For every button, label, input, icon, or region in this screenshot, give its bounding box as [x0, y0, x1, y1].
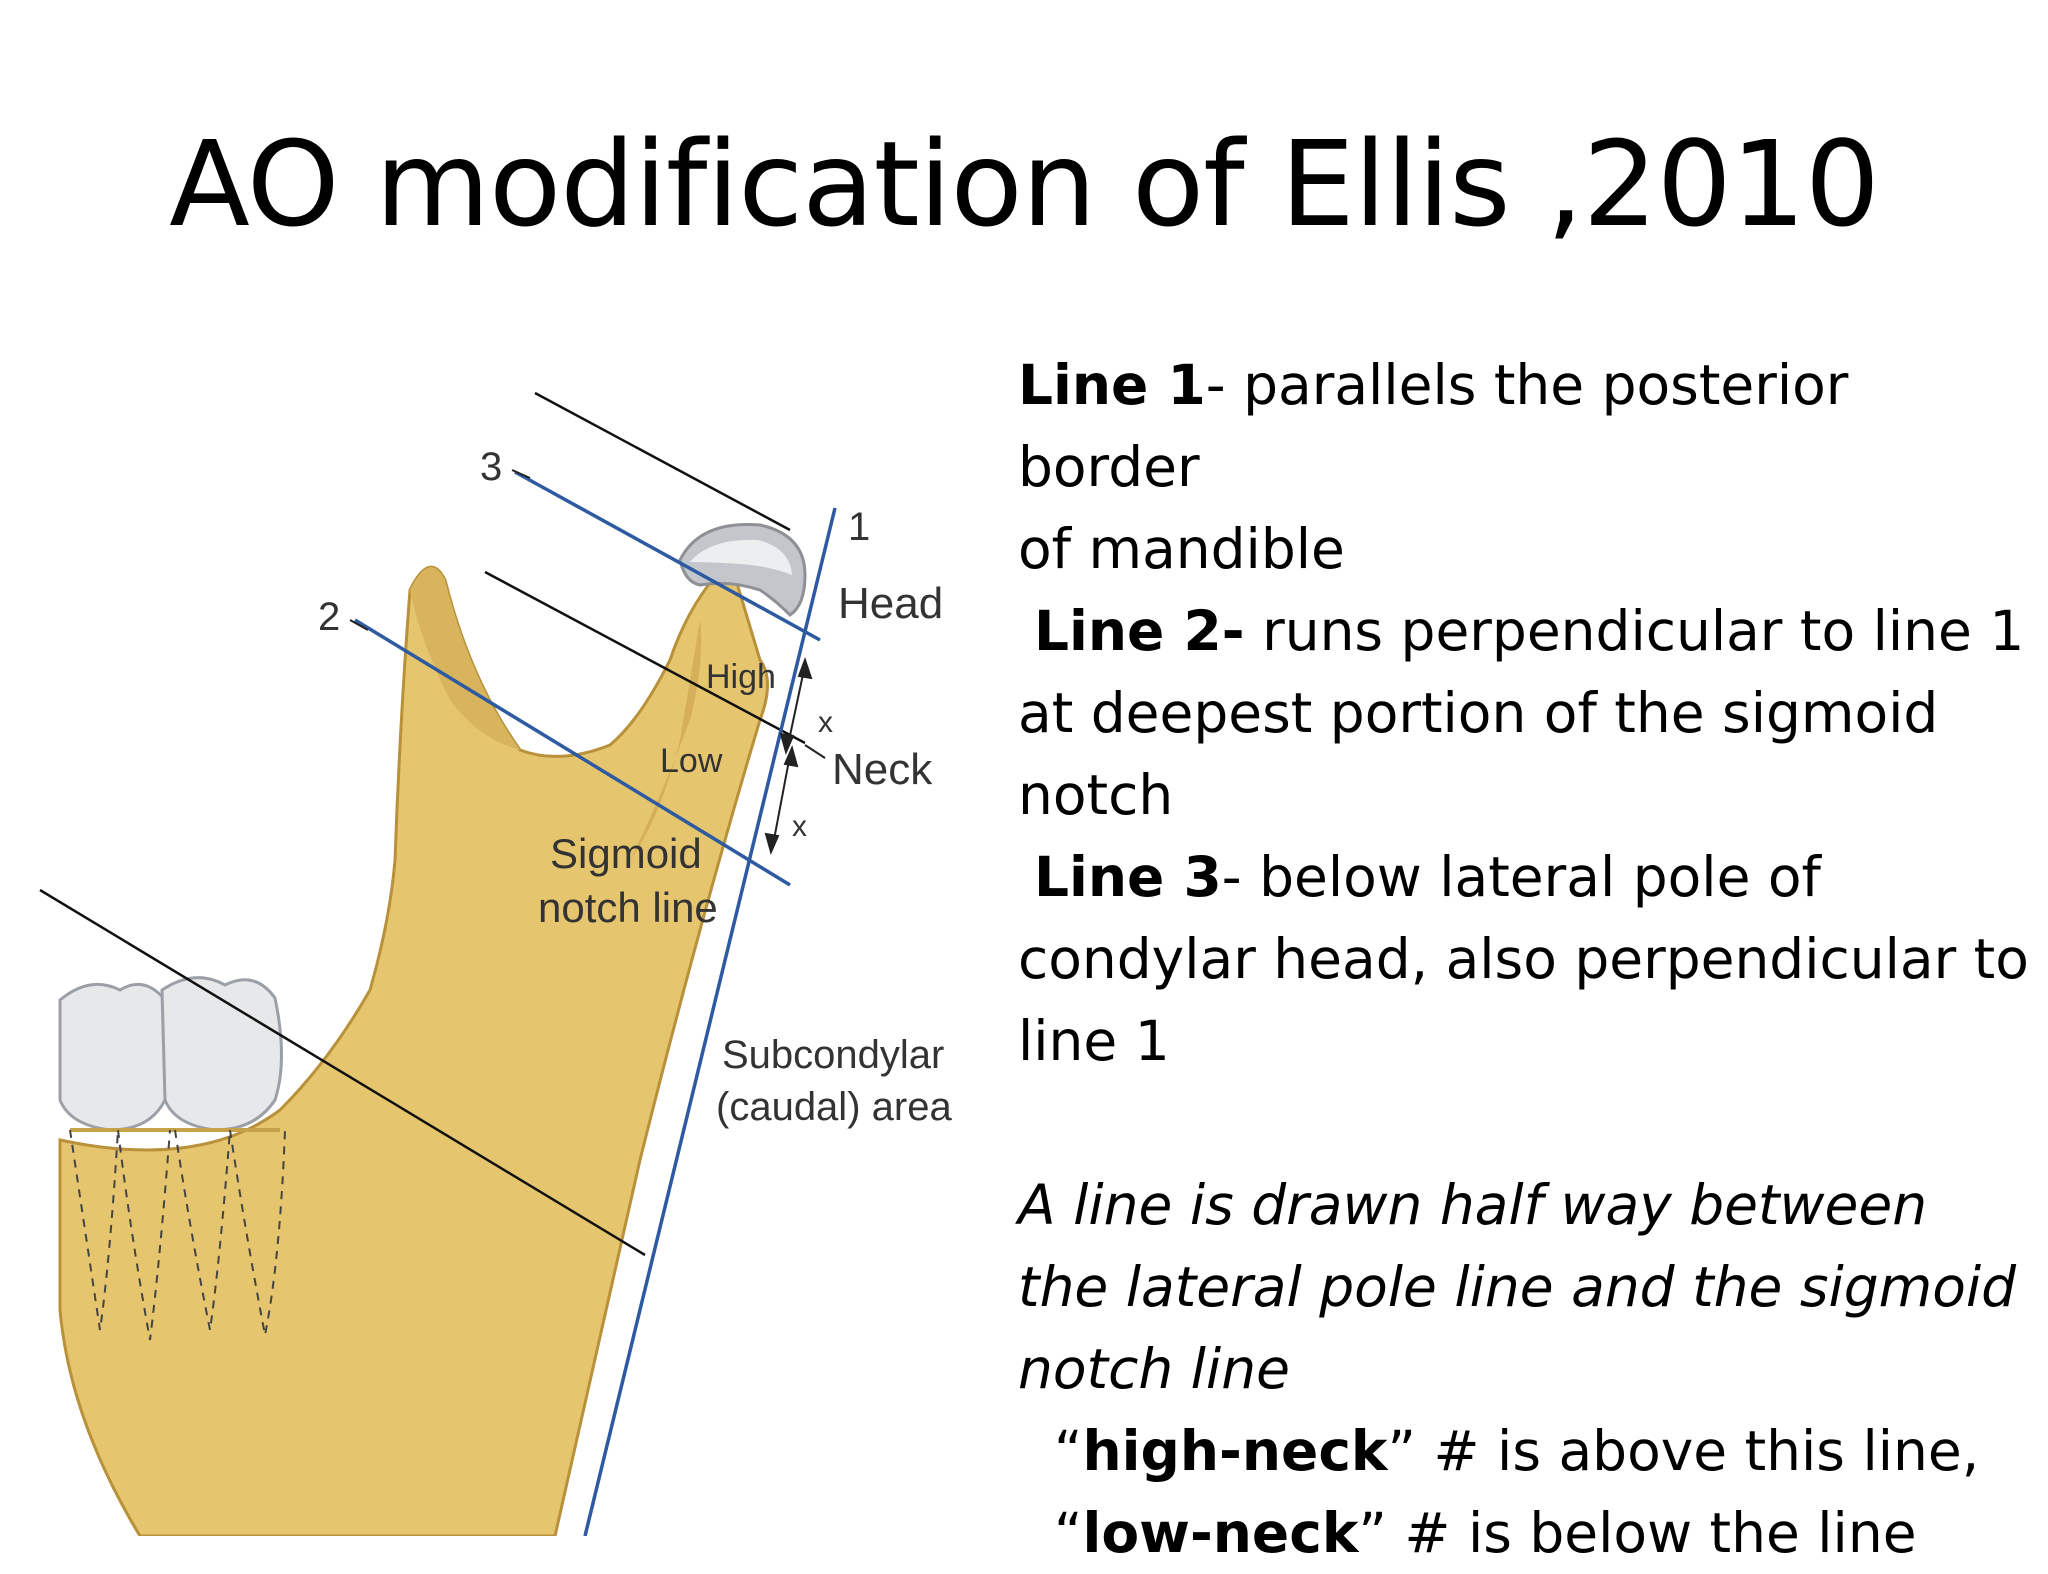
line2-bold: Line 2-	[1034, 599, 1245, 663]
low-neck-bold: low-neck	[1082, 1501, 1359, 1565]
line3-bold: Line 3	[1034, 845, 1222, 909]
black-line-mid	[484, 570, 806, 745]
line-1	[583, 507, 837, 1536]
mandible-ramus	[58, 557, 769, 1536]
dimension-arrows	[764, 657, 813, 855]
label-notch-line: notch line	[538, 884, 718, 931]
black-line-oblique	[39, 888, 646, 1257]
low-neck-desc: “low-neck” # is below the line	[1018, 1492, 2038, 1574]
label-line-1: 1	[848, 505, 870, 549]
tooth-roots	[69, 1129, 286, 1341]
low-neck-rest: ” # is below the line	[1358, 1501, 1917, 1565]
label-x-lower: x	[792, 810, 807, 843]
label-line-3: 3	[480, 445, 502, 489]
line1-cont: of mandible	[1018, 517, 1345, 581]
line2-cont2: notch	[1018, 763, 1174, 827]
high-open-quote: “	[1054, 1419, 1083, 1483]
line1-desc: Line 1- parallels the posterior border	[1018, 344, 2038, 508]
low-open-quote: “	[1054, 1501, 1083, 1565]
line-2	[354, 618, 791, 887]
line3-desc: Line 3- below lateral pole of	[1018, 836, 2038, 918]
label-sigmoid: Sigmoid	[550, 830, 702, 877]
molar-teeth	[58, 976, 283, 1132]
label-low: Low	[660, 742, 723, 780]
coronoid-shade	[410, 567, 520, 750]
mandible-figure: 3 2 1 Head High Low x x Neck Sigmoid not…	[0, 300, 1000, 1536]
line3-rest: - below lateral pole of	[1221, 845, 1821, 909]
high-neck-desc: “high-neck” # is above this line,	[1018, 1410, 2038, 1492]
description-text: Line 1- parallels the posterior border o…	[1018, 344, 2038, 1574]
leader-lines	[349, 469, 826, 759]
line2-desc: Line 2- runs perpendicular to line 1	[1018, 590, 2038, 672]
label-line-2: 2	[318, 595, 340, 639]
line3-cont2: line 1	[1018, 1009, 1170, 1073]
label-head: Head	[838, 579, 943, 628]
label-subcondylar: Subcondylar	[722, 1033, 944, 1077]
label-caudal-area: (caudal) area	[716, 1085, 952, 1129]
cartilage-highlight	[690, 539, 792, 575]
slide-title: AO modification of Ellis ,2010	[169, 115, 1880, 253]
line1-rest: - parallels the posterior border	[1018, 353, 1849, 499]
high-neck-rest: ” # is above this line,	[1387, 1419, 1980, 1483]
italic-line-1: A line is drawn half way between	[1018, 1173, 1928, 1237]
label-high: High	[706, 658, 776, 696]
line2-rest: runs perpendicular to line 1	[1244, 599, 2025, 663]
line3-cont1: condylar head, also perpendicular to	[1018, 927, 2029, 991]
line-3	[514, 470, 821, 642]
italic-line-2: the lateral pole line and the sigmoid	[1018, 1255, 2017, 1319]
paragraph-gap	[1018, 1082, 2038, 1164]
high-neck-bold: high-neck	[1082, 1419, 1388, 1483]
mandible-diagram: 3 2 1 Head High Low x x Neck Sigmoid not…	[39, 391, 952, 1536]
line2-cont1: at deepest portion of the sigmoid	[1018, 681, 1939, 745]
label-neck: Neck	[832, 745, 933, 794]
label-x-upper: x	[818, 706, 833, 739]
italic-line-3: notch line	[1018, 1337, 1290, 1401]
line1-bold: Line 1	[1018, 353, 1206, 417]
black-line-top	[534, 391, 791, 532]
